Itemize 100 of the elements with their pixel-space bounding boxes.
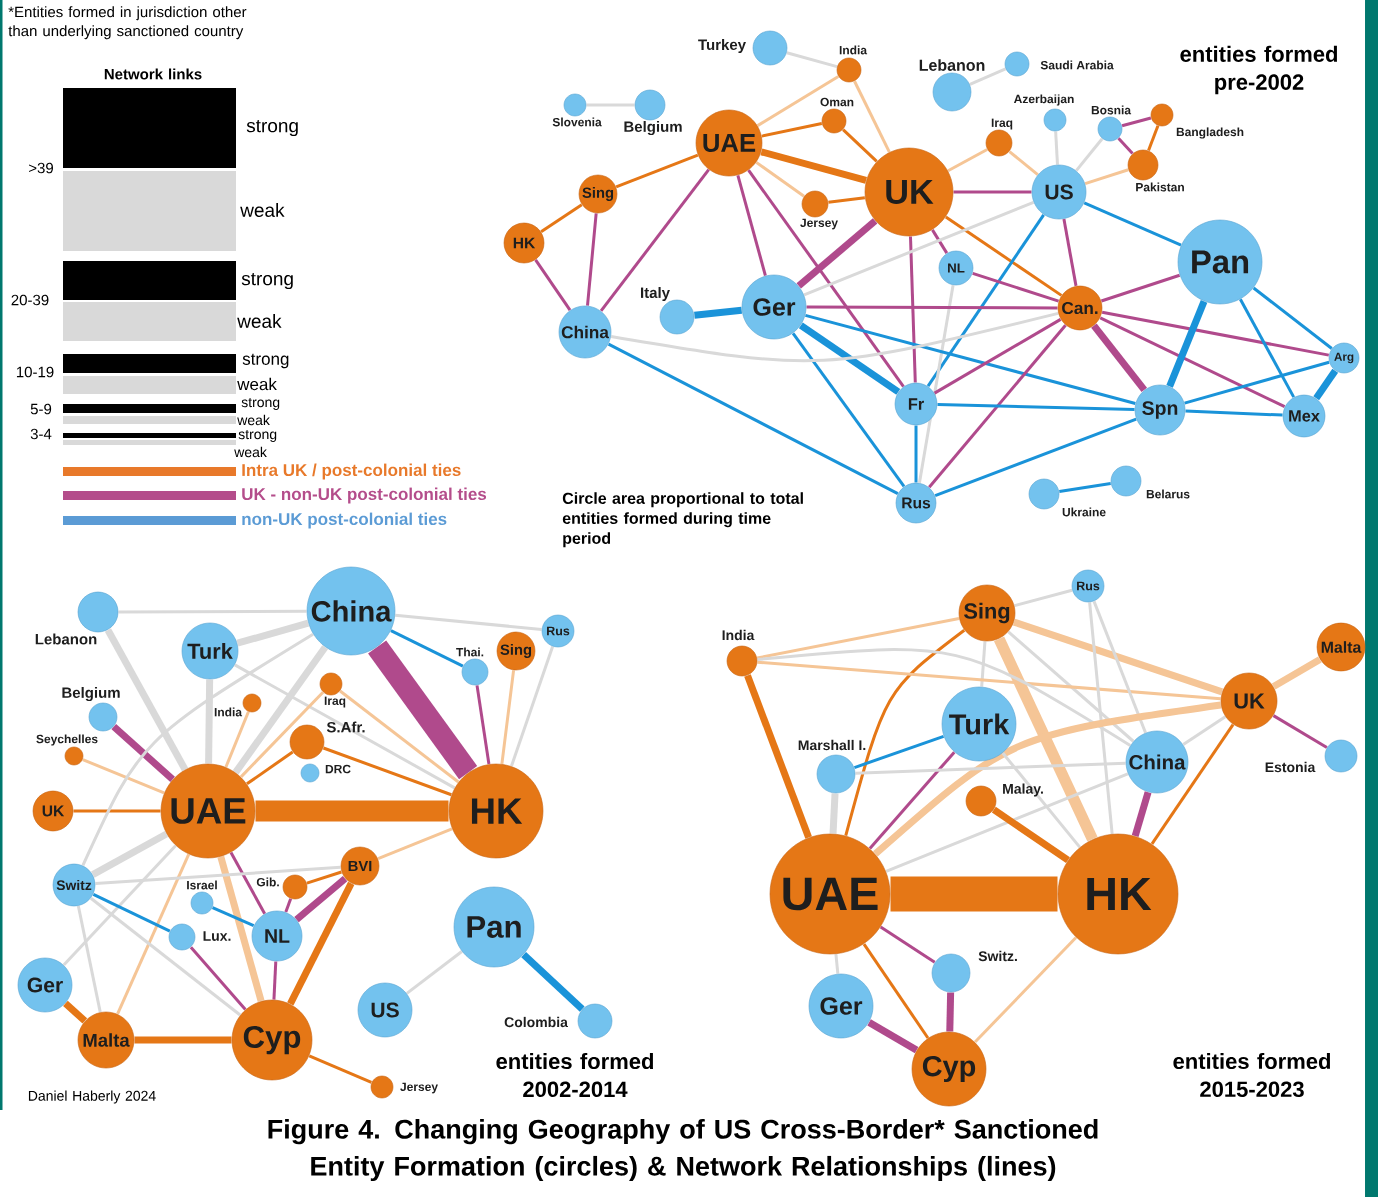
network-link — [395, 613, 542, 631]
note-text: Daniel Haberly 2024 — [28, 1090, 156, 1104]
network-link — [947, 148, 988, 173]
network-link — [855, 761, 1126, 775]
network-link — [972, 271, 1060, 303]
network-link — [1117, 137, 1134, 155]
network-link — [1313, 368, 1339, 401]
network-link — [232, 645, 328, 775]
network-link — [761, 122, 823, 138]
country-label: India — [722, 629, 755, 641]
legend-label: weak — [237, 377, 277, 391]
network-link — [757, 660, 1221, 701]
network-link — [1166, 300, 1208, 388]
network-link — [255, 800, 449, 822]
network-link — [1075, 137, 1104, 172]
network-link — [246, 750, 294, 786]
country-label: Iraq — [991, 118, 1013, 130]
country-label: DRC — [325, 764, 351, 774]
country-label: Thai. — [456, 647, 484, 657]
network-link — [1083, 201, 1182, 247]
network-link — [1272, 714, 1328, 749]
network-link — [217, 855, 265, 1002]
country-label: Belgium — [624, 121, 682, 136]
network-link — [306, 870, 342, 885]
network-link — [914, 425, 918, 483]
network-link — [945, 215, 1063, 297]
note-text: *Entities formed in jurisdiction other than underlying sanctioned country — [8, 6, 247, 40]
network-link — [934, 417, 1137, 498]
network-link — [747, 169, 905, 388]
network-link — [1059, 481, 1111, 494]
network-link — [586, 103, 635, 107]
network-link — [844, 629, 966, 836]
note-text: entities formed pre-2002 — [1180, 45, 1337, 95]
network-link — [806, 305, 1058, 310]
network-link — [63, 1000, 88, 1024]
note-text: entities formed 2015-2023 — [1173, 1052, 1330, 1098]
network-link — [879, 925, 936, 964]
network-link — [615, 153, 699, 189]
network-link — [534, 259, 572, 311]
network-link — [284, 898, 293, 913]
network-link — [868, 751, 956, 850]
network-link — [1007, 630, 1135, 743]
country-label: Israel — [187, 880, 217, 890]
network-link — [980, 641, 987, 687]
country-label: India — [214, 707, 243, 717]
network-link — [1185, 409, 1283, 417]
network-link — [757, 648, 1131, 747]
legend-label: strong — [238, 430, 277, 442]
network-link — [853, 80, 891, 153]
country-label: Turkey — [698, 39, 746, 53]
network-link — [867, 1019, 919, 1054]
network-link — [1014, 588, 1073, 608]
country-label: Saudi Arabia — [1040, 60, 1114, 70]
network-link — [95, 865, 341, 886]
country-label: Jersey — [800, 218, 838, 230]
network-link — [1092, 600, 1147, 734]
network-link — [610, 311, 1059, 363]
network-link — [953, 190, 1032, 194]
network-link — [1088, 602, 1114, 834]
legend-label: strong — [241, 272, 293, 290]
legend-label: Intra UK / post-colonial ties — [242, 463, 461, 480]
network-link — [1012, 618, 1224, 696]
network-link — [736, 174, 767, 277]
network-link — [842, 128, 878, 163]
network-link — [937, 403, 1135, 411]
legend-label: weak — [237, 314, 282, 328]
network-link — [1271, 656, 1322, 690]
network-link — [92, 893, 171, 933]
network-link — [786, 51, 838, 69]
network-link — [798, 322, 901, 395]
network-link — [377, 827, 453, 861]
note-text: 20-39 — [11, 294, 49, 306]
note-text: Network links — [104, 68, 202, 80]
country-label: Ukraine — [1062, 507, 1106, 517]
country-label: Jersey — [400, 1082, 438, 1094]
network-link — [756, 75, 840, 127]
country-label: Bangladesh — [1176, 127, 1244, 139]
network-link — [969, 67, 1007, 86]
network-link — [308, 1054, 373, 1084]
network-link — [236, 619, 310, 647]
network-link — [744, 674, 812, 839]
note-text: 3-4 — [30, 428, 52, 440]
network-link — [1184, 360, 1330, 405]
network-link — [760, 148, 867, 184]
network-link — [239, 691, 325, 778]
note-text: >39 — [29, 162, 53, 174]
network-link — [500, 670, 516, 765]
country-label: Italy — [641, 287, 670, 301]
network-link — [933, 318, 1062, 395]
network-link — [475, 685, 491, 765]
network-link — [76, 905, 102, 1013]
network-link — [339, 689, 460, 784]
legend-label: non-UK post-colonial ties — [242, 512, 447, 529]
country-label: Estonia — [1265, 761, 1316, 773]
legend-label: weak — [240, 203, 285, 217]
country-label: Iraq — [324, 696, 346, 708]
network-link — [1252, 286, 1333, 350]
country-label: Pakistan — [1136, 182, 1184, 192]
network-link — [791, 332, 906, 488]
country-label: Gib. — [256, 877, 279, 887]
